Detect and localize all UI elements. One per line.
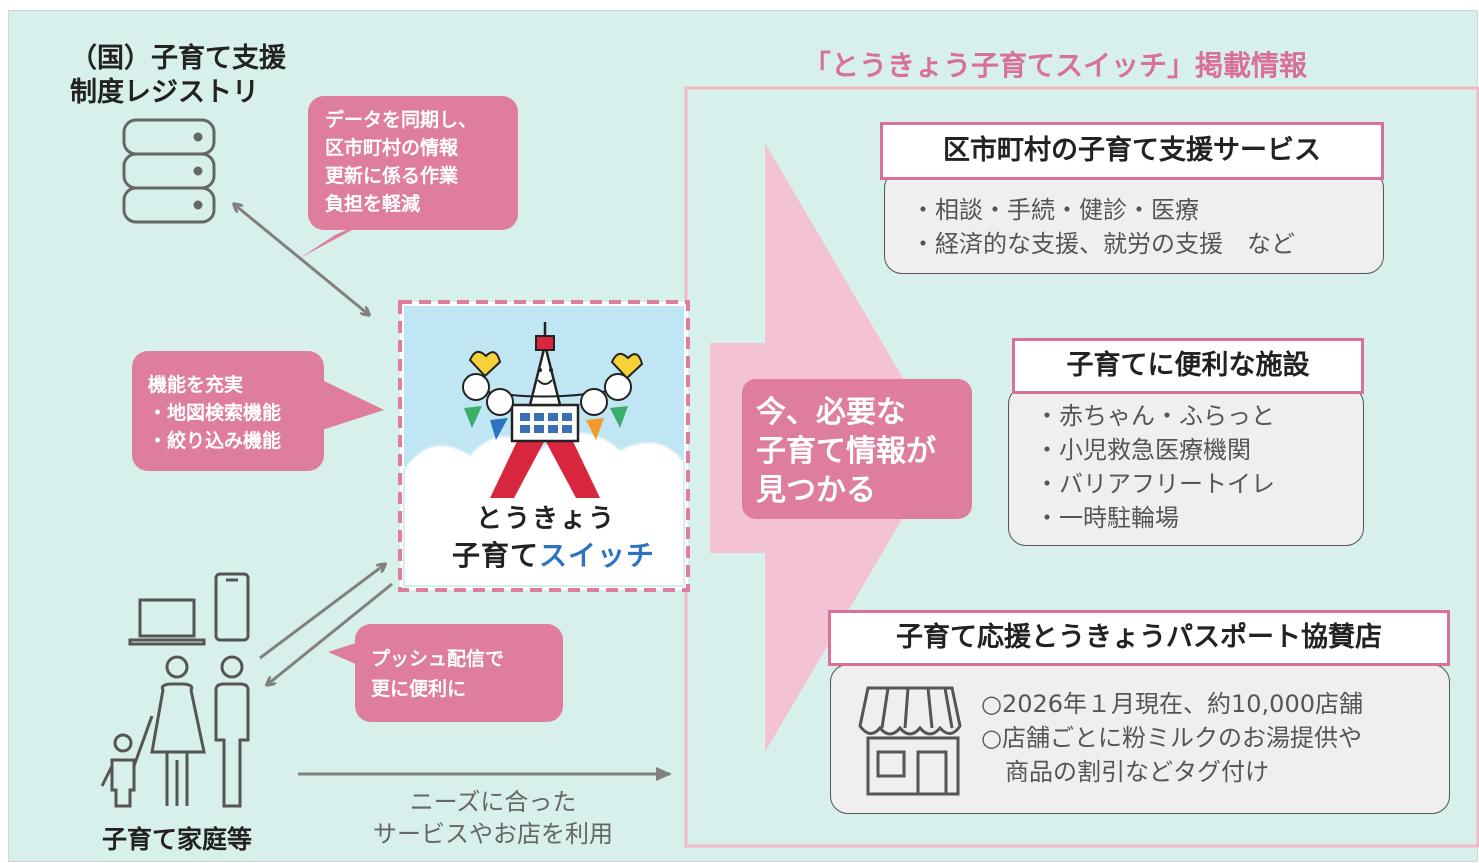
push-bubble: プッシュ配信で 更に便利に (355, 624, 563, 722)
smartphone-icon (214, 572, 250, 642)
features-bubble-tail (322, 380, 384, 430)
section-3-body: ○2026年１月現在、約10,000店舗 ○店舗ごとに粉ミルクのお湯提供や 商品… (981, 690, 1363, 786)
features-bubble: 機能を充実 ・地図検索機能 ・絞り込み機能 (132, 351, 324, 471)
section-1-body-box: ・相談・手続・健診・医療 ・経済的な支援、就労の支援 など (884, 170, 1384, 274)
household-label: 子育て家庭等 (102, 825, 253, 854)
sync-bubble-text: データを同期し、 区市町村の情報 更新に係る作業 負担を軽減 (325, 109, 478, 215)
push-arrow-down (268, 582, 393, 684)
sync-arrow (235, 205, 368, 314)
section-1-body: ・相談・手続・健診・医療 ・経済的な支援、就労の支援 など (911, 196, 1295, 258)
app-logo-line2: 子育てスイッチ (452, 534, 655, 574)
laptop-icon (128, 598, 206, 646)
family-icon (100, 655, 250, 808)
panel-title: 「とうきょう子育てスイッチ」掲載情報 (803, 49, 1308, 82)
arrow-text: 今、必要な 子育て情報が 見つかる (756, 395, 936, 508)
sync-bubble: データを同期し、 区市町村の情報 更新に係る作業 負担を軽減 (308, 96, 518, 230)
features-bubble-text: 機能を充実 ・地図検索機能 ・絞り込み機能 (148, 374, 282, 452)
push-arrow-up (259, 565, 384, 660)
app-logo-accent: スイッチ (539, 539, 656, 572)
tokyo-tower-mascot (462, 322, 644, 498)
section-2-header: 子育てに便利な施設 (1012, 338, 1364, 394)
household-caption: ニーズに合った サービスやお店を利用 (373, 788, 613, 848)
section-1-header: 区市町村の子育て支援サービス (880, 122, 1384, 180)
section-2-body: ・赤ちゃん・ふらっと ・小児救急医療機関 ・バリアフリートイレ ・一時駐輪場 (1035, 402, 1275, 532)
app-logo-line1: とうきょう (476, 504, 617, 534)
push-bubble-text: プッシュ配信で 更に便利に (371, 648, 505, 700)
database-icon (122, 118, 216, 224)
section-2-body-box: ・赤ちゃん・ふらっと ・小児救急医療機関 ・バリアフリートイレ ・一時駐輪場 (1008, 386, 1364, 546)
arrow-text-box: 今、必要な 子育て情報が 見つかる (742, 379, 972, 519)
app-logo-main: 子育て (452, 539, 540, 572)
section-3-body-box: ○2026年１月現在、約10,000店舗 ○店舗ごとに粉ミルクのお湯提供や 商品… (830, 664, 1450, 814)
app-logo-cloud (403, 431, 685, 587)
registry-title: （国）子育て支援 制度レジストリ (70, 43, 286, 108)
app-logo-frame (398, 300, 690, 592)
section-3-header: 子育て応援とうきょうパスポート協賛店 (828, 610, 1450, 666)
